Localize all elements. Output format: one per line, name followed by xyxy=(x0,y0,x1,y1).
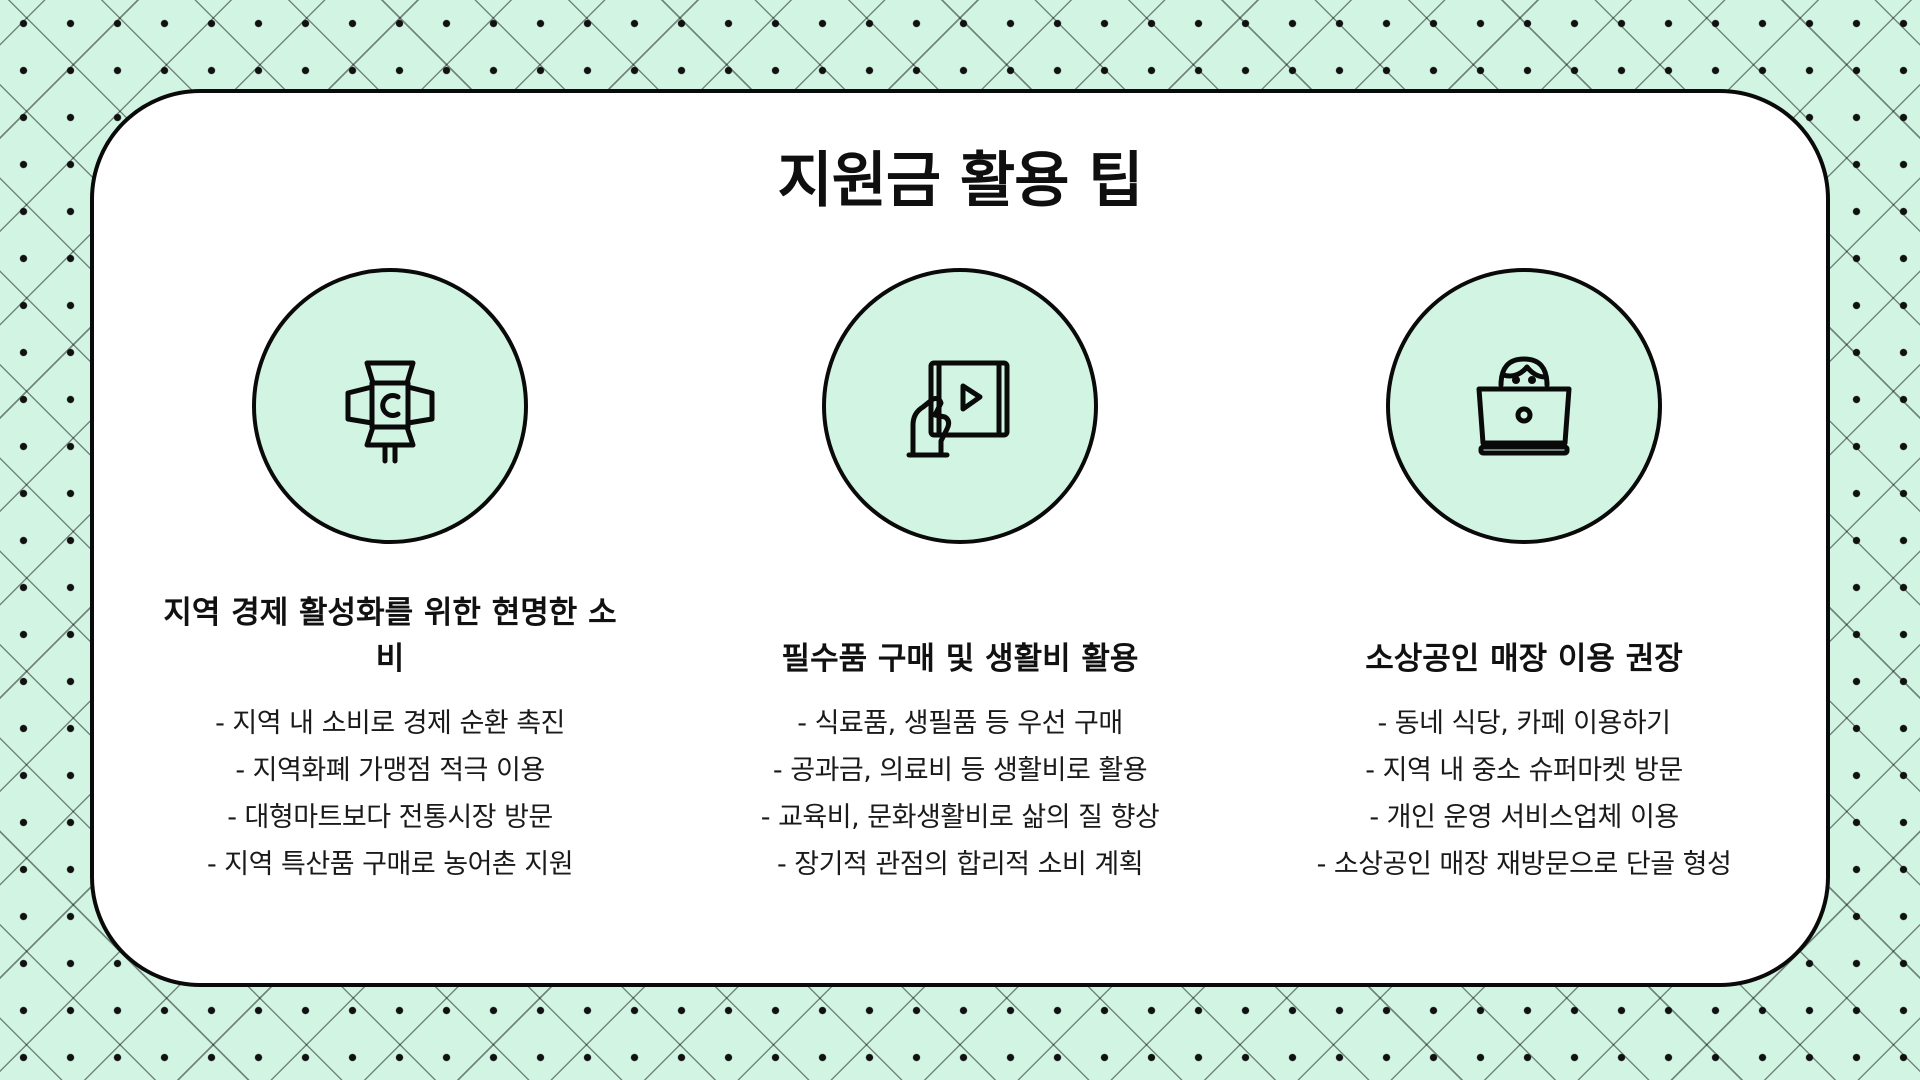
list-item: - 지역 내 중소 슈퍼마켓 방문 xyxy=(1365,755,1683,786)
tip-list: - 지역 내 소비로 경제 순환 촉진 - 지역화폐 가맹점 적극 이용 - 대… xyxy=(130,700,650,888)
icon-circle xyxy=(822,268,1098,544)
list-item: - 개인 운영 서비스업체 이용 xyxy=(1369,802,1679,833)
list-item: - 지역화폐 가맹점 적극 이용 xyxy=(235,755,545,786)
tip-list: - 식료품, 생필품 등 우선 구매 - 공과금, 의료비 등 생활비로 활용 … xyxy=(700,700,1220,888)
list-item: - 대형마트보다 전통시장 방문 xyxy=(227,802,553,833)
tip-column-local-economy: 지역 경제 활성화를 위한 현명한 소비 - 지역 내 소비로 경제 순환 촉진… xyxy=(130,268,650,888)
list-item: - 장기적 관점의 합리적 소비 계획 xyxy=(776,849,1144,880)
list-item: - 공과금, 의료비 등 생활비로 활용 xyxy=(772,755,1148,786)
tip-heading: 필수품 구매 및 생활비 활용 xyxy=(781,641,1139,677)
list-item: - 지역 특산품 구매로 농어촌 지원 xyxy=(206,849,574,880)
list-item: - 교육비, 문화생활비로 삶의 질 향상 xyxy=(760,802,1160,833)
tip-list: - 동네 식당, 카페 이용하기 - 지역 내 중소 슈퍼마켓 방문 - 개인 … xyxy=(1264,700,1784,888)
tablet-video-icon xyxy=(906,360,1010,458)
list-item: - 지역 내 소비로 경제 순환 촉진 xyxy=(215,708,565,739)
icon-circle xyxy=(252,268,528,544)
list-item: - 소상공인 매장 재방문으로 단골 형성 xyxy=(1316,849,1732,880)
tip-column-small-business: 소상공인 매장 이용 권장 - 동네 식당, 카페 이용하기 - 지역 내 중소… xyxy=(1264,268,1784,888)
laptop-user-icon xyxy=(1476,356,1572,456)
page-title: 지원금 활용 팁 xyxy=(777,146,1144,216)
tip-heading: 소상공인 매장 이용 권장 xyxy=(1365,641,1683,677)
list-item: - 식료품, 생필품 등 우선 구매 xyxy=(797,708,1123,739)
spotlight-icon xyxy=(345,360,435,464)
tip-heading: 지역 경제 활성화를 위한 현명한 소비 xyxy=(163,595,617,677)
tip-column-essentials: 필수품 구매 및 생활비 활용 - 식료품, 생필품 등 우선 구매 - 공과금… xyxy=(700,268,1220,888)
list-item: - 동네 식당, 카페 이용하기 xyxy=(1377,708,1671,739)
icon-circle xyxy=(1386,268,1662,544)
